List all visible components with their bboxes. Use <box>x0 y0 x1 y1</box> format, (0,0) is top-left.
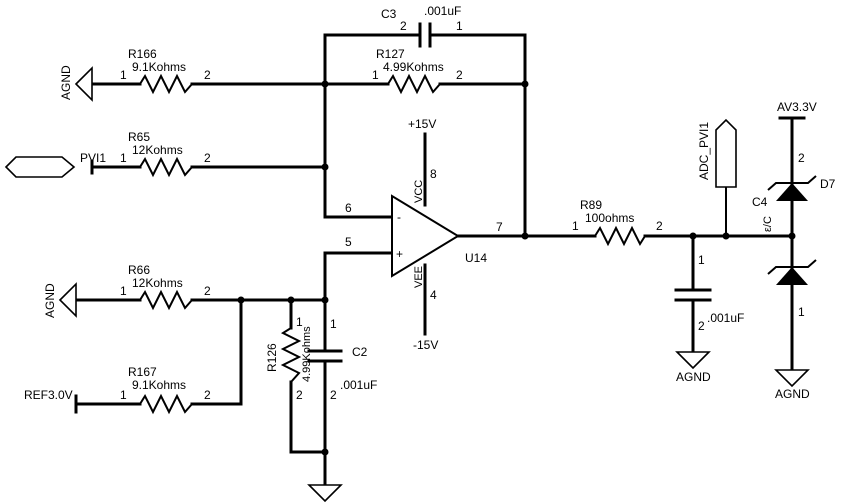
junction-dot <box>521 80 529 88</box>
r65-value: 12Kohms <box>132 143 183 157</box>
r65-ref: R65 <box>128 130 150 144</box>
junction-dot <box>321 448 329 456</box>
pin-label: 1 <box>120 388 127 402</box>
c3-ref: C3 <box>381 7 397 21</box>
wires <box>74 33 794 487</box>
pin-label: 5 <box>345 235 352 249</box>
pin-label: 1 <box>372 68 379 82</box>
junctions <box>237 80 796 456</box>
r89-resistor <box>594 225 646 247</box>
pin-label: 1 <box>456 19 463 33</box>
p15-label: +15V <box>408 117 436 131</box>
pin-label: 2 <box>204 151 211 165</box>
pin-label: 2 <box>698 319 705 333</box>
c2-capacitor <box>307 349 343 363</box>
pin-label: 2 <box>204 284 211 298</box>
r127-resistor <box>387 73 441 95</box>
ref-label: REF3.0V <box>24 388 73 402</box>
r127-ref: R127 <box>376 47 405 61</box>
pin-label: 4 <box>430 288 437 302</box>
d7-diode-lower <box>767 259 817 285</box>
pin-label: 2 <box>204 388 211 402</box>
pin-label: 1 <box>698 253 705 267</box>
pvi1-port-icon <box>4 156 76 178</box>
r167-resistor <box>139 393 193 415</box>
pin-label: 7 <box>496 220 503 234</box>
r66-resistor <box>139 289 193 311</box>
d7-diode-upper <box>767 175 817 201</box>
r167-ref: R167 <box>128 365 157 379</box>
pin-label: 1 <box>120 284 127 298</box>
pin-label: 2 <box>456 68 463 82</box>
r65-resistor <box>139 156 193 178</box>
agnd-ground-icon <box>675 351 711 370</box>
c4-tag: ε/C <box>762 216 774 232</box>
r166-value: 9.1Kohms <box>132 60 186 74</box>
r66-value: 12Kohms <box>132 276 183 290</box>
junction-dot <box>722 232 730 240</box>
d7-ref: D7 <box>820 177 836 191</box>
u14-ref: U14 <box>465 251 487 265</box>
r127-value: 4.99Kohms <box>383 60 444 74</box>
c3-value: .001uF <box>424 4 461 18</box>
adc-pvi1-label: ADC_PVI1 <box>697 122 711 180</box>
u14-vee-label: VEE <box>413 266 425 288</box>
r166-ref: R166 <box>128 47 157 61</box>
pin-label: 2 <box>296 388 303 402</box>
pin-label: 1 <box>296 315 303 329</box>
c4-value: .001uF <box>707 311 744 325</box>
adc-port-icon <box>715 118 737 188</box>
u14-minus-sign: - <box>397 210 401 224</box>
agnd-label: AGND <box>676 370 711 384</box>
c3-capacitor <box>418 22 432 48</box>
c4-ref: C4 <box>752 195 768 209</box>
agnd-label: AGND <box>43 283 57 318</box>
u14-op-amp <box>391 194 460 278</box>
r166-resistor <box>139 73 193 95</box>
c2-ref: C2 <box>352 345 368 359</box>
n15-label: -15V <box>413 338 438 352</box>
agnd-ground-icon <box>58 282 77 318</box>
pin-label: 2 <box>400 19 407 33</box>
r126-resistor <box>280 327 302 383</box>
agnd-ground-icon <box>774 369 810 388</box>
pin-label: 1 <box>798 305 805 319</box>
junction-dot <box>788 232 796 240</box>
agnd-ground-icon <box>74 66 93 102</box>
pvi1-label: PVI1 <box>80 151 106 165</box>
junction-dot <box>321 163 329 171</box>
r167-value: 9.1Kohms <box>132 378 186 392</box>
c2-value: .001uF <box>340 378 377 392</box>
r126-value: 4.99Kohms <box>301 326 313 382</box>
r126-ref: R126 <box>265 343 279 372</box>
pin-label: 8 <box>430 167 437 181</box>
pin-label: 1 <box>120 151 127 165</box>
ground-icon <box>307 484 343 503</box>
agnd-label: AGND <box>775 387 810 401</box>
pin-label: 2 <box>798 151 805 165</box>
r89-ref: R89 <box>580 198 602 212</box>
junction-dot <box>321 80 329 88</box>
pin-label: 2 <box>330 388 337 402</box>
pin-label: 1 <box>120 68 127 82</box>
agnd-label: AGND <box>59 65 73 100</box>
pin-label: 1 <box>572 219 579 233</box>
pin-label: 6 <box>345 201 352 215</box>
junction-dot <box>237 296 245 304</box>
junction-dot <box>321 296 329 304</box>
r66-ref: R66 <box>128 263 150 277</box>
junction-dot <box>287 296 295 304</box>
pin-label: 2 <box>656 219 663 233</box>
junction-dot <box>521 232 529 240</box>
c4-capacitor <box>674 288 712 302</box>
u14-plus-sign: + <box>396 247 403 261</box>
u14-vcc-label: VCC <box>413 180 425 203</box>
pin-label: 1 <box>330 317 337 331</box>
pin-label: 2 <box>204 68 211 82</box>
junction-dot <box>689 232 697 240</box>
r89-value: 100ohms <box>585 211 634 225</box>
av33-label: AV3.3V <box>777 100 817 114</box>
